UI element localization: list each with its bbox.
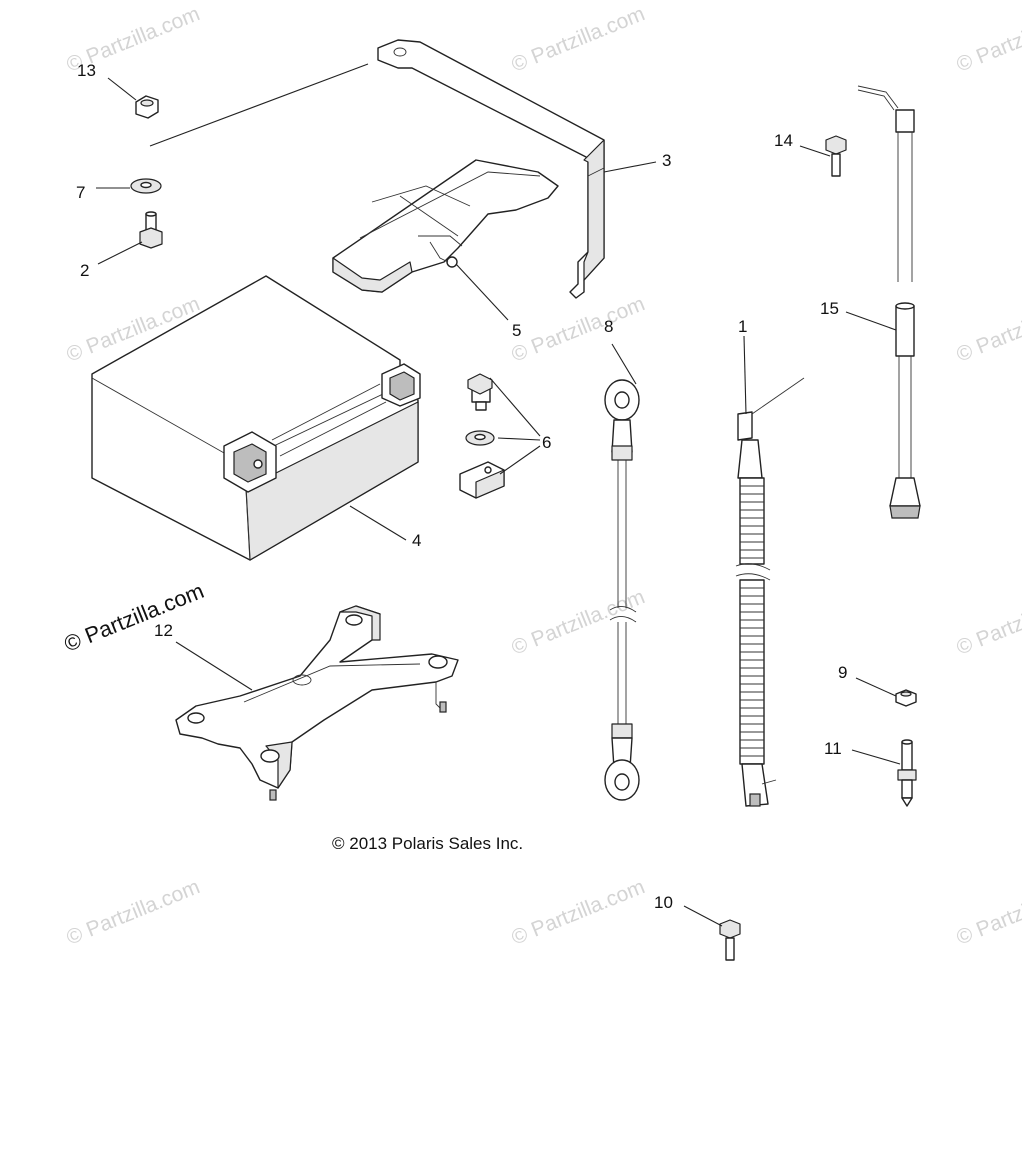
part-15-vent-tube (889, 302, 921, 519)
callout-5: 5 (512, 321, 521, 340)
part-7-washer (130, 178, 162, 194)
watermark: © Partzilla.com (508, 292, 648, 366)
callout-11: 11 (824, 739, 842, 758)
callout-4: 4 (412, 531, 421, 550)
watermark: © Partzilla.com (953, 292, 1022, 366)
part-6-hardware-set (459, 373, 505, 499)
part-13-nut (135, 95, 159, 119)
callout-3: 3 (662, 151, 671, 170)
callout-6: 6 (542, 433, 551, 452)
watermark: © Partzilla.com (508, 875, 648, 949)
part-11-stud (897, 739, 917, 807)
watermark: © Partzilla.com (953, 2, 1022, 76)
part-15-vent-tube-upper (857, 85, 915, 282)
callout-10: 10 (654, 893, 673, 912)
callout-7: 7 (76, 183, 85, 202)
callouts: 13 7 2 3 5 4 6 8 1 14 15 9 11 10 12 (76, 61, 847, 912)
callout-13: 13 (77, 61, 96, 80)
part-2-bolt (139, 211, 163, 249)
part-10-bolt (719, 919, 741, 961)
copyright-notice: © 2013 Polaris Sales Inc. (332, 834, 523, 853)
part-4-battery (91, 275, 421, 561)
part-14-bolt (825, 135, 847, 177)
part-5-battery-pad (332, 159, 559, 293)
part-3-hold-down-bracket (377, 39, 605, 299)
part-9-nut (895, 689, 917, 707)
part-8-ground-cable (604, 379, 640, 801)
watermark: © Partzilla.com (953, 585, 1022, 659)
part-1-positive-cable (735, 377, 805, 807)
callout-2: 2 (80, 261, 89, 280)
watermark: © Partzilla.com (508, 2, 648, 76)
watermark: © Partzilla.com (508, 585, 648, 659)
part-12-battery-tray (175, 605, 459, 801)
featured-watermark: © Partzilla.com (61, 578, 208, 657)
callout-9: 9 (838, 663, 847, 682)
watermark: © Partzilla.com (953, 875, 1022, 949)
callout-1: 1 (738, 317, 747, 336)
leader-lines (96, 63, 901, 927)
callout-12: 12 (154, 621, 173, 640)
watermark: © Partzilla.com (63, 875, 203, 949)
callout-14: 14 (774, 131, 793, 150)
callout-15: 15 (820, 299, 839, 318)
callout-8: 8 (604, 317, 613, 336)
